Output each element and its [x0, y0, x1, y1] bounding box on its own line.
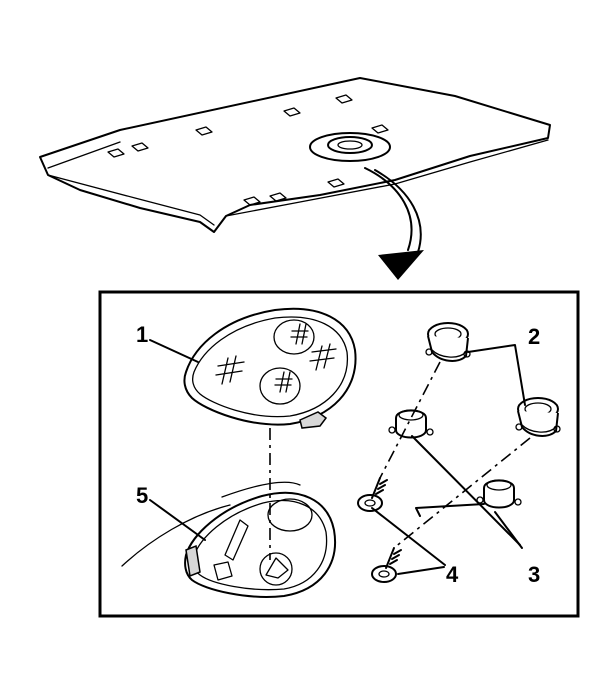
hash-mark-icon: [215, 323, 337, 393]
callout-1: 1: [136, 322, 148, 347]
callout-3-right: 3: [528, 562, 540, 587]
screw-upper: [357, 477, 388, 512]
dome-lamp-lens: [183, 307, 357, 429]
alignment-line-right: [393, 437, 531, 549]
callout-4: 4: [446, 562, 459, 587]
retainer-clip-lower: [476, 479, 522, 509]
detail-arrow: [364, 167, 424, 280]
headliner-clip-slots: [107, 94, 389, 206]
dome-lamp-opening: [309, 132, 391, 162]
detail-frame: [98, 290, 580, 618]
headliner-panel: [39, 77, 551, 233]
dome-lamp-housing: [121, 481, 336, 598]
screw-lower: [371, 547, 402, 583]
alignment-line-left: [379, 361, 441, 479]
bulb-socket-lower: [515, 397, 561, 437]
leader-lines: [149, 339, 526, 575]
callout-5: 5: [136, 483, 148, 508]
retainer-clip-upper: [388, 409, 434, 439]
callout-2: 2: [528, 324, 540, 349]
bulb-socket-upper: [425, 322, 471, 362]
